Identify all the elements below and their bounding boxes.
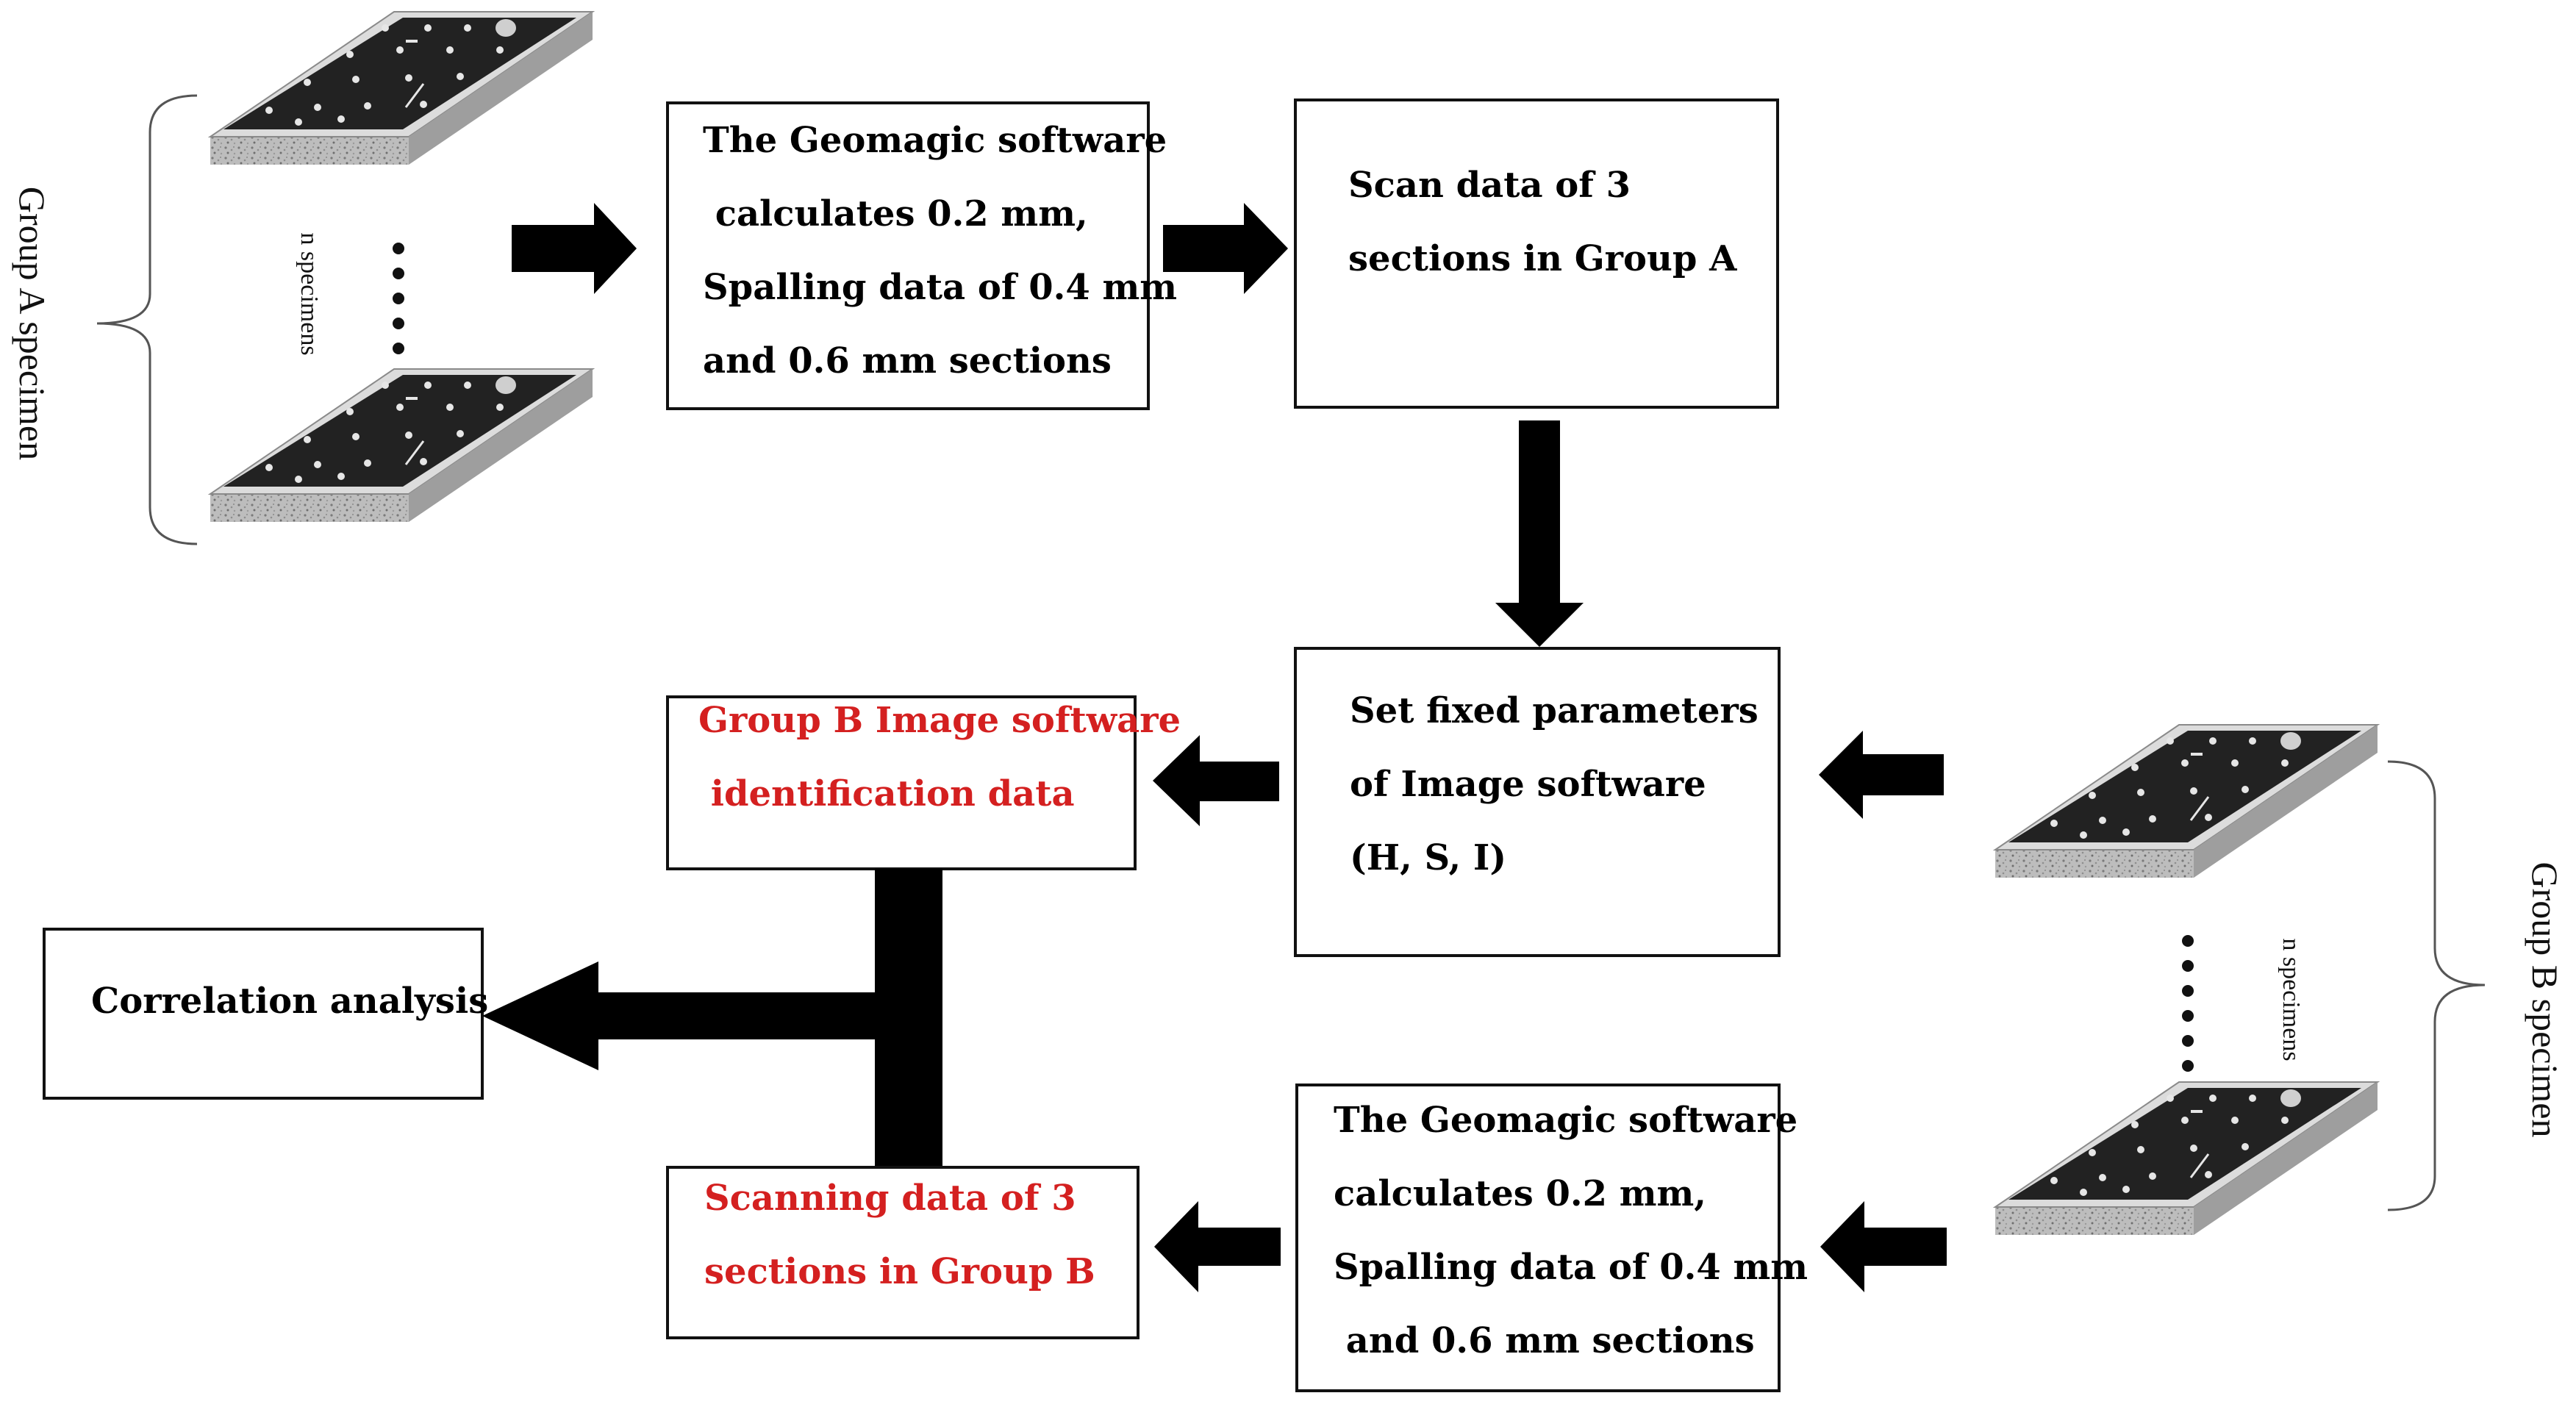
geomagic-b-box: The Geomagic software calculates 0.2 mm,… [1295, 1084, 1808, 1392]
set-params-line-1: Set fixed parameters [1350, 690, 1759, 731]
geomagic-a-line-2: calculates 0.2 mm, [703, 193, 1088, 234]
scan-a-line-2: sections in Group A [1348, 238, 1737, 279]
set-params-line-3: (H, S, I) [1350, 837, 1507, 878]
group-a-count-label: n specimens [296, 232, 323, 356]
geomagic-a-line-4: and 0.6 mm sections [703, 340, 1112, 382]
specimens-b-dots [2182, 935, 2194, 1072]
correlation-box: Correlation analysis [43, 928, 488, 1100]
specimen-a-slab-1 [209, 10, 594, 166]
scan-a-box: Scan data of 3 sections in Group A [1294, 99, 1779, 409]
geomagic-b-line-2: calculates 0.2 mm, [1334, 1173, 1706, 1214]
arrow-geomagic-a-to-scan-a [1163, 203, 1288, 294]
arrow-specimens-b-to-set-params [1819, 731, 1944, 819]
specimens-a-dots [393, 243, 404, 354]
geomagic-b-line-1: The Geomagic software [1334, 1100, 1798, 1141]
image-b-line-2: identification data [698, 773, 1075, 814]
group-a-brace [96, 94, 198, 545]
geomagic-a-line-1: The Geomagic software [703, 120, 1167, 161]
geomagic-a-box: The Geomagic software calculates 0.2 mm,… [666, 101, 1177, 410]
scan-a-line-1: Scan data of 3 [1348, 165, 1631, 206]
set-params-box: Set fixed parameters of Image software (… [1294, 647, 1781, 957]
scanning-b-line-1: Scanning data of 3 [704, 1178, 1076, 1219]
connector-stem [875, 869, 942, 1166]
group-b-count-label: n specimens [2278, 938, 2305, 1061]
group-b-label: Group B specimen [2525, 862, 2566, 1138]
specimen-b-slab-1 [1994, 723, 2379, 879]
scanning-b-box: Scanning data of 3 sections in Group B [666, 1166, 1139, 1339]
group-a-label: Group A specimen [12, 186, 53, 461]
arrow-geomagic-b-to-scanning-b [1154, 1201, 1281, 1292]
image-b-box: Group B Image software identification da… [666, 695, 1181, 870]
geomagic-b-line-3: Spalling data of 0.4 mm [1334, 1247, 1808, 1288]
arrow-specimens-a-to-geomagic [512, 203, 637, 294]
arrow-to-correlation [482, 961, 875, 1070]
scanning-b-line-2: sections in Group B [704, 1251, 1095, 1292]
geomagic-b-line-4: and 0.6 mm sections [1334, 1320, 1755, 1361]
arrow-specimens-b-to-geomagic-b [1820, 1201, 1947, 1292]
image-b-line-1: Group B Image software [698, 700, 1181, 741]
geomagic-a-line-3: Spalling data of 0.4 mm [703, 267, 1178, 308]
group-b-brace [2387, 760, 2486, 1211]
specimen-a-slab-2 [209, 368, 594, 523]
set-params-line-2: of Image software [1350, 764, 1706, 805]
arrow-scan-a-to-set-params [1495, 420, 1584, 647]
specimen-b-slab-2 [1994, 1081, 2379, 1236]
correlation-line-1: Correlation analysis [91, 981, 489, 1022]
arrow-set-params-to-image-b [1153, 735, 1279, 826]
